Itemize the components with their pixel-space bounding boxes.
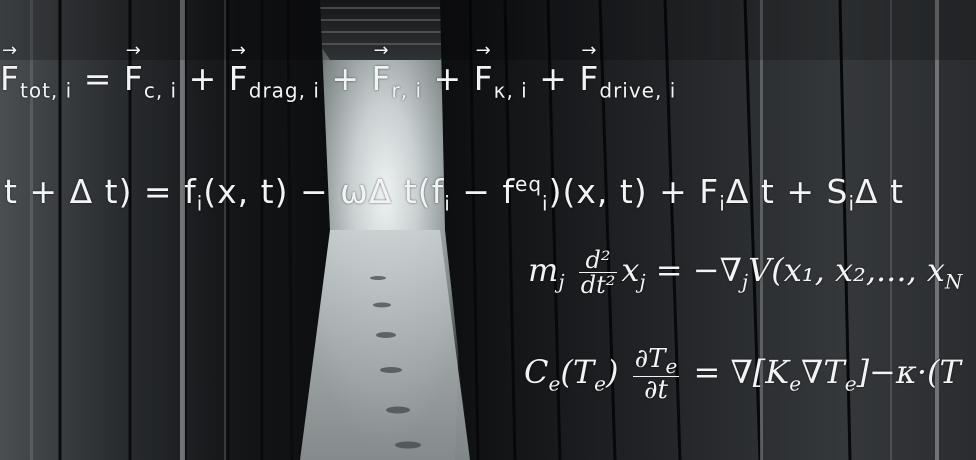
equation-text: ∇T (801, 353, 845, 392)
subscript: drag, i (248, 78, 320, 103)
fraction-numerator: ∂Te (632, 344, 680, 379)
equation-text: ) (606, 353, 619, 392)
equation-text: V(x₁, x₂,..., x (748, 251, 945, 289)
equation-text: x (621, 251, 640, 289)
superscript: eq (515, 172, 543, 196)
subscript: r, i (391, 78, 423, 103)
equation-operator: = (83, 59, 113, 98)
equation-text: Δ t + S (725, 172, 849, 211)
subscript: tot, i (19, 78, 73, 103)
force-vector-symbol: F (0, 62, 20, 95)
subscript: j (741, 269, 749, 294)
fraction-numerator: d² (578, 248, 618, 273)
equation-text: = −∇ (645, 251, 742, 289)
force-balance-equation: Ftot, i = Fc, i + Fdrag, i + Fr, i + Fκ,… (0, 62, 676, 101)
fraction-denominator: dt² (580, 271, 616, 299)
subscript: j (639, 269, 646, 294)
subscript: i (542, 191, 549, 216)
equation-operator: + (331, 59, 361, 98)
force-vector-symbol: F (579, 62, 599, 95)
subscript: e (548, 371, 561, 396)
equation-text: (x, t) − ωΔ t(f (203, 172, 445, 211)
heat-equation: Ce(Te) ∂Te ∂t = ∇[Ke∇Te]−κ·(T (524, 346, 961, 403)
subscript: i (196, 191, 204, 216)
equation-text: ]−κ·(T (856, 353, 961, 392)
equation-text: m (528, 251, 559, 289)
subscript: e (789, 371, 802, 396)
lattice-boltzmann-equation: t + Δ t) = fi(x, t) − ωΔ t(fi − feqi)(x,… (4, 174, 904, 214)
equation-operator: + (433, 59, 463, 98)
equation-text: = ∇[K (683, 353, 790, 392)
subscript: i (848, 191, 856, 216)
fraction: ∂Te ∂t (632, 344, 680, 406)
subscript: i (444, 191, 451, 216)
fraction: d² dt² (578, 248, 618, 299)
subscript: e (665, 354, 678, 379)
equation-text: (T (560, 353, 595, 392)
subscript: κ, i (493, 78, 528, 103)
equation-text: − f (450, 172, 516, 211)
force-vector-symbol: F (124, 62, 144, 95)
equation-text: Δ t (855, 172, 905, 211)
force-vector-symbol: F (474, 62, 494, 95)
subscript: i (719, 191, 726, 216)
subscript: drive, i (599, 78, 677, 103)
force-vector-symbol: F (229, 62, 249, 95)
equation-operator: + (539, 59, 568, 98)
equation-text: ∂T (634, 344, 666, 374)
subscript: c, i (143, 78, 178, 103)
equation-operator: + (188, 59, 218, 98)
equation-text: t + Δ t) = f (4, 172, 197, 211)
subscript: e (594, 371, 606, 396)
force-vector-symbol: F (372, 62, 392, 95)
newton-equation: mj d² dt² xj = −∇jV(x₁, x₂,..., xN (528, 248, 962, 297)
subscript: N (944, 269, 963, 294)
equation-text: )(x, t) + F (548, 172, 720, 211)
equation-text: C (524, 353, 549, 392)
fraction-denominator: ∂t (644, 375, 668, 406)
subscript: j (558, 269, 565, 294)
subscript: e (844, 371, 857, 396)
